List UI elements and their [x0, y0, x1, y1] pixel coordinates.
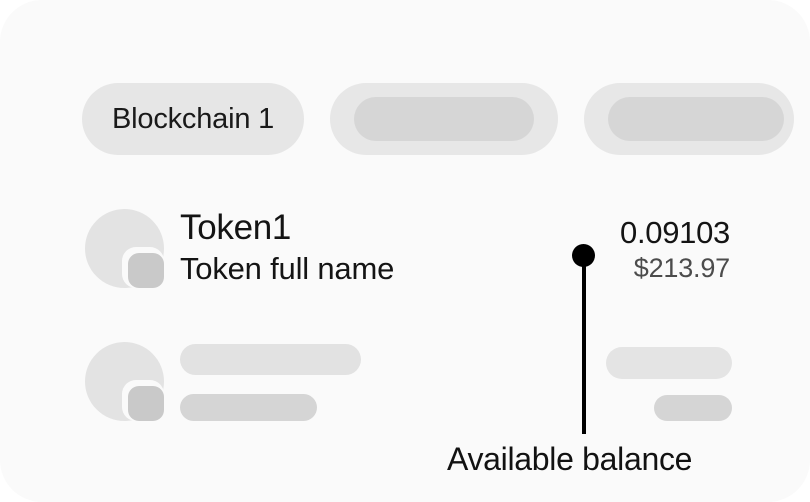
avatar-placeholder [85, 342, 164, 421]
chip-placeholder-3-inner [608, 97, 785, 141]
chip-blockchain-1-label: Blockchain 1 [112, 102, 275, 135]
placeholder-title-bar [180, 344, 361, 375]
network-badge-square-icon [128, 253, 164, 288]
token-balance-amount: 0.09103 [620, 215, 730, 250]
network-badge-square-icon [128, 386, 164, 421]
chip-placeholder-3[interactable] [584, 83, 795, 155]
blockchain-filter-row: Blockchain 1 [82, 83, 795, 155]
placeholder-value-bars [606, 347, 732, 421]
chip-placeholder-2[interactable] [330, 83, 559, 155]
placeholder-fiat-bar [654, 395, 732, 421]
token-text-block: Token1 Token full name [180, 207, 394, 289]
token-symbol: Token1 [180, 208, 292, 247]
avatar [85, 209, 164, 288]
placeholder-text-bars [180, 344, 361, 421]
placeholder-subtitle-bar [180, 394, 317, 421]
token-full-name: Token full name [180, 251, 395, 286]
chip-placeholder-2-inner [354, 97, 535, 141]
token-fiat-value: $213.97 [633, 253, 730, 283]
token-list-item-placeholder [0, 342, 810, 424]
token-value-block: 0.09103 $213.97 [620, 215, 730, 285]
chip-blockchain-1[interactable]: Blockchain 1 [82, 83, 305, 155]
token-list-item[interactable]: Token1 Token full name 0.09103 $213.97 [0, 207, 810, 291]
placeholder-balance-bar [606, 347, 732, 379]
